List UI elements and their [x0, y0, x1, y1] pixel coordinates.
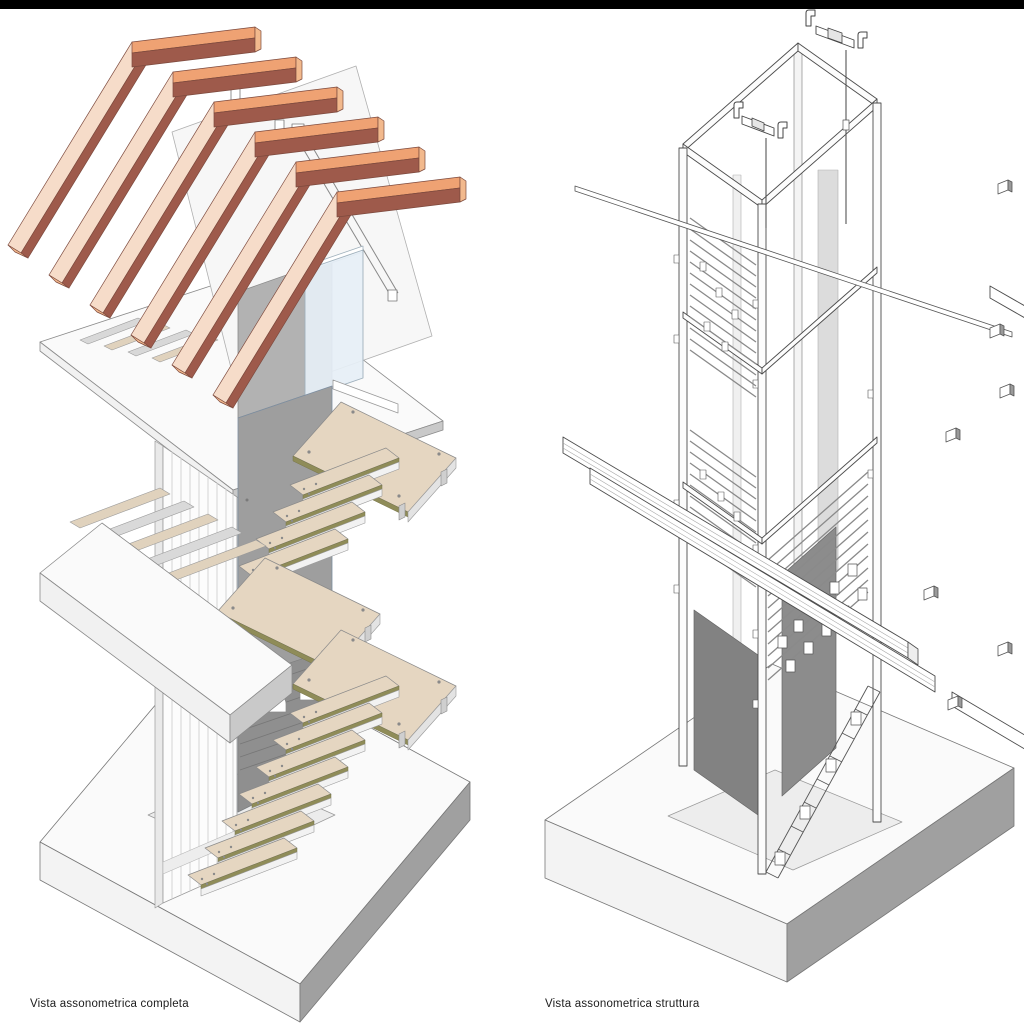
base-face-right — [300, 782, 470, 1022]
top-border — [0, 0, 1024, 9]
mid-slab-face-end — [230, 665, 292, 743]
tie-anchor — [388, 290, 397, 301]
thin-rail-beam — [575, 186, 1012, 337]
connector-plate — [718, 492, 724, 501]
base-plinth-right — [545, 664, 1014, 982]
ladder-plate — [851, 712, 861, 725]
lattice-panel-upper-left — [690, 218, 756, 397]
hook-icon — [733, 101, 744, 119]
base-face-right — [787, 768, 1014, 982]
figure-structure-view — [545, 9, 1024, 982]
caption-complete-view: Vista assonometrica completa — [30, 998, 189, 1010]
top-beam — [798, 43, 877, 107]
channel-segment — [990, 286, 1024, 330]
caption-text: Vista assonometrica completa — [30, 998, 189, 1010]
corner-clip — [997, 179, 1013, 195]
ladder-plate — [826, 759, 836, 772]
connector-plate — [830, 582, 839, 594]
stringer-beams — [563, 186, 1024, 773]
ladder-plate — [775, 852, 785, 865]
hook-icon — [777, 121, 788, 139]
connector-plate — [716, 288, 722, 297]
stair-treads-behind-slab — [70, 488, 266, 580]
corner-clip — [997, 641, 1013, 657]
connector-plate — [786, 660, 795, 672]
connector-plate — [734, 512, 740, 521]
connector-plate — [778, 636, 787, 648]
corner-post-w — [679, 148, 687, 766]
channel-end-cap — [908, 642, 918, 665]
corner-clips — [923, 179, 1015, 711]
turnbuckle-sleeve — [828, 28, 842, 43]
connector-plate — [858, 588, 867, 600]
hanger-assembly-2 — [733, 101, 788, 228]
corner-clip — [945, 427, 961, 443]
inner-wall-strip — [818, 170, 838, 570]
bracket-ladder — [766, 686, 880, 878]
wall-screw — [245, 498, 249, 502]
top-beam — [683, 144, 762, 208]
channel-beam-1-lines — [563, 443, 908, 653]
lattice-panel-lower-left — [690, 430, 756, 587]
caption-structure-view: Vista assonometrica struttura — [545, 998, 700, 1010]
hanger-assembly-1 — [805, 9, 868, 224]
rod-coupler — [843, 120, 849, 130]
figure-complete-view — [7, 26, 470, 1022]
connector-plate — [704, 322, 710, 331]
connector-plate — [722, 342, 728, 351]
channel-beam-2 — [590, 468, 935, 692]
hook-icon — [857, 31, 868, 49]
connector-plate — [794, 620, 803, 632]
corner-post-e — [873, 103, 881, 822]
glass-parapet — [305, 250, 363, 398]
corner-clip — [923, 585, 939, 601]
connector-plate — [700, 470, 706, 479]
connector-plate — [700, 262, 706, 271]
caption-text: Vista assonometrica struttura — [545, 998, 700, 1010]
channel-beam-2-lines — [590, 474, 935, 687]
frame-rail — [762, 267, 877, 374]
frame-rail — [762, 437, 877, 544]
hook-icon — [805, 9, 816, 27]
connector-plate — [848, 564, 857, 576]
lattice-rungs — [690, 218, 756, 397]
ladder-plate — [800, 806, 810, 819]
corner-clip — [999, 383, 1015, 399]
tower-frame — [679, 43, 881, 874]
stair-rail — [333, 380, 398, 413]
connector-plate — [732, 310, 738, 319]
turnbuckle-sleeve — [752, 118, 764, 131]
connector-plate — [804, 642, 813, 654]
gable-cabin — [172, 66, 432, 418]
intermediate-slab — [40, 523, 292, 743]
